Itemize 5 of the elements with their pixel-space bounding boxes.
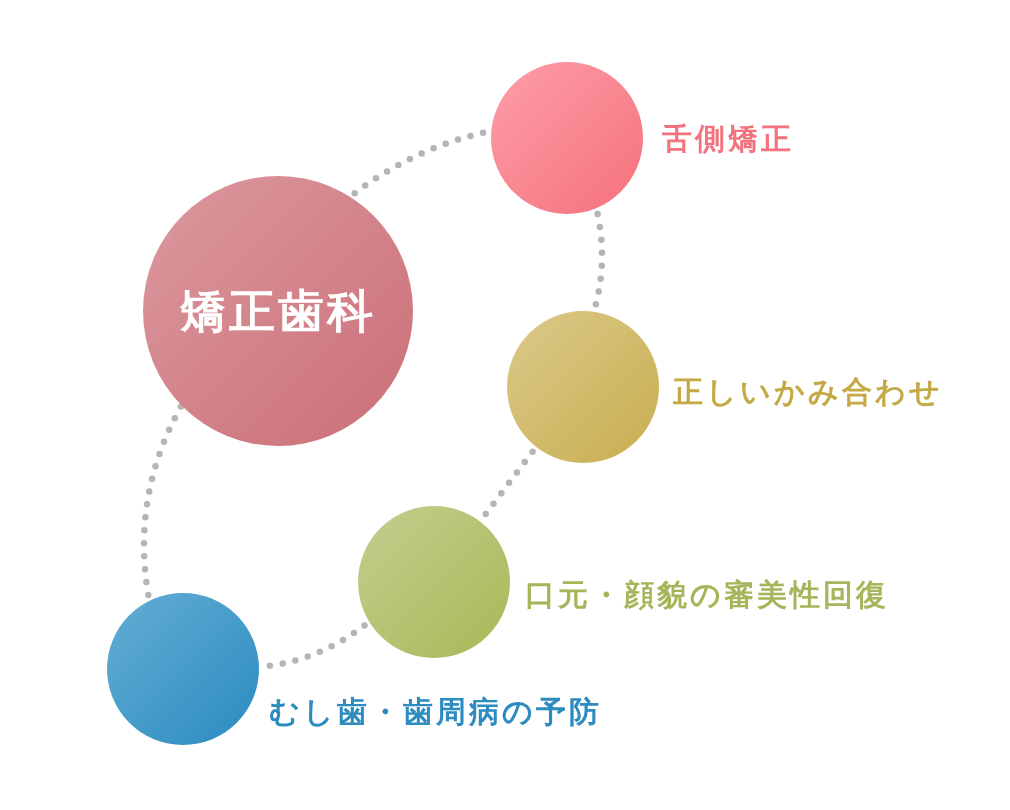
topic-label: 口元・顔貌の審美性回復 <box>525 577 889 613</box>
topic-label: 舌側矯正 <box>662 121 794 157</box>
center-title: 矯正歯科 <box>180 284 376 338</box>
topic-label: むし歯・歯周病の予防 <box>269 694 602 730</box>
topic-label: 正しいかみ合わせ <box>673 374 943 410</box>
